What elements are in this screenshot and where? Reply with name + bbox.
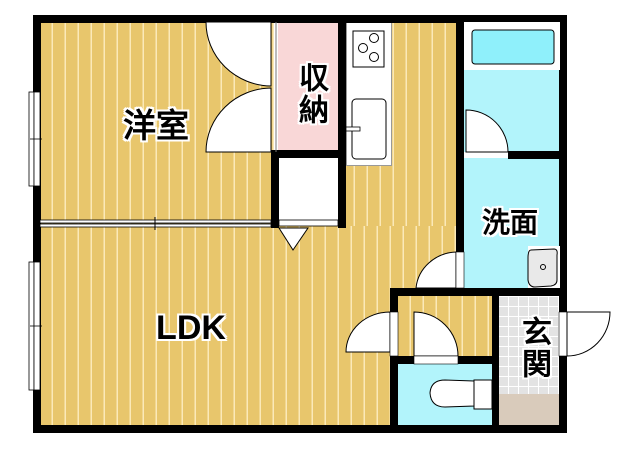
entrance-tile-floor — [498, 296, 560, 394]
outer-wall-top — [33, 15, 567, 23]
bathtub-icon — [464, 22, 560, 70]
wall-wash-bottom — [390, 288, 566, 296]
wall-hall-left-top — [390, 288, 398, 312]
wall-toilet-top — [390, 356, 414, 364]
window-icon — [28, 91, 42, 187]
kitchen-sink-icon — [345, 98, 387, 160]
wall-bath-wash — [508, 151, 564, 159]
hall-door-icon — [345, 311, 391, 353]
washbasin-icon — [527, 246, 560, 288]
outer-wall-left — [33, 15, 41, 433]
entry-arrow-icon — [278, 227, 309, 251]
wall-entrance-left — [492, 288, 499, 433]
room-label-ldk: LDK — [156, 309, 226, 347]
room-label-washroom: 洗面 — [481, 206, 538, 239]
washroom-door-icon — [415, 251, 457, 289]
toilet-icon — [429, 379, 493, 410]
window-icon — [28, 261, 42, 391]
wall-closet-right — [338, 15, 346, 228]
closet-door-icon — [278, 219, 339, 227]
stove-icon — [352, 30, 385, 68]
wall-hall-left-bottom — [390, 356, 398, 432]
closet-floor — [278, 158, 338, 222]
sliding-door-icon — [39, 217, 272, 230]
wall-storage-closet — [272, 150, 344, 158]
room-label-western-room: 洋室 — [123, 106, 189, 145]
bathroom-door-icon — [465, 109, 509, 153]
entrance-step-floor — [498, 394, 560, 426]
toilet-door-icon — [413, 311, 459, 357]
front-door-icon — [558, 311, 611, 357]
room-label-entrance: 玄関 — [516, 316, 551, 380]
outer-wall-bottom — [33, 425, 567, 433]
room-label-storage: 収納 — [293, 62, 328, 126]
outer-wall-right-lower — [559, 288, 567, 433]
wall-toilet-top-right — [458, 356, 496, 364]
storage-floor — [278, 22, 342, 152]
wall-closet-left — [271, 150, 279, 228]
wall-wet-left — [456, 15, 464, 257]
storage-door-icon — [205, 21, 277, 153]
